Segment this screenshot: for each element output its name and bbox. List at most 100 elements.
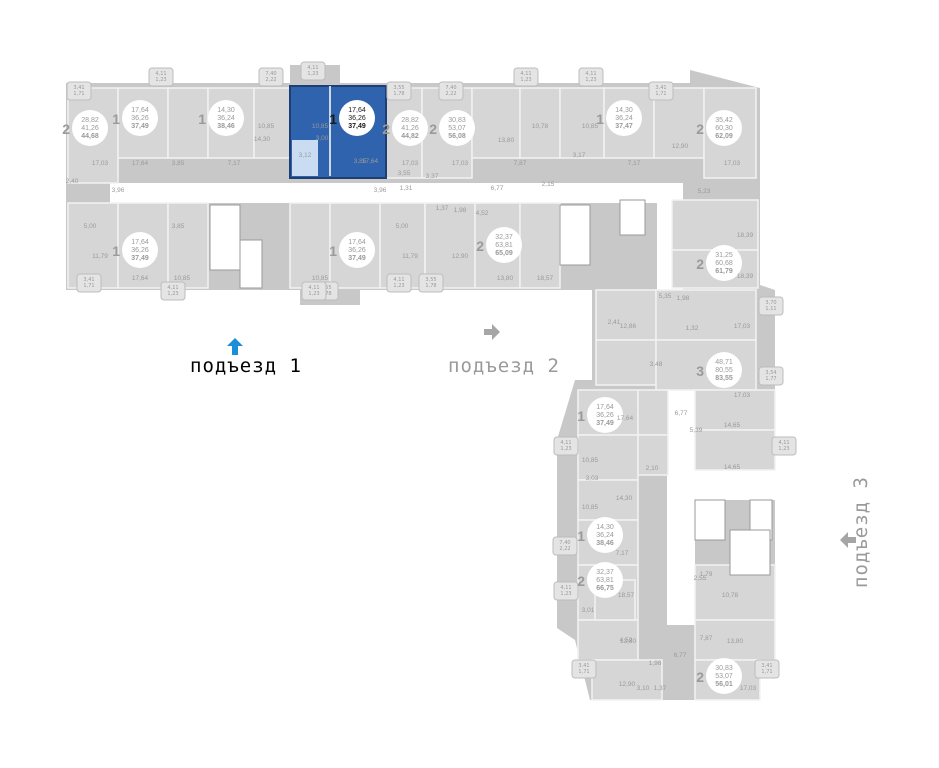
room-19 xyxy=(289,202,331,289)
room-area-label: 18,57 xyxy=(618,592,635,599)
balcony-label: 1,71 xyxy=(83,283,94,289)
balcony-label: 1,78 xyxy=(393,91,404,97)
room-area-label: 7,17 xyxy=(228,160,241,167)
entrance-3-arrow-icon[interactable] xyxy=(840,532,856,548)
room-3 xyxy=(167,87,209,159)
balcony-15: 3,701,11 xyxy=(758,296,784,316)
apartment-area: 60,68 xyxy=(715,260,733,267)
apartment-area: 37,47 xyxy=(615,123,633,130)
balcony-label: 3,55 xyxy=(393,85,404,91)
room-area-label: 17,03 xyxy=(402,160,419,167)
apartment-area: 36,24 xyxy=(217,115,235,122)
apartment-area: 60,30 xyxy=(715,125,733,132)
room-25 xyxy=(671,199,759,251)
room-area-label: 14,65 xyxy=(724,422,741,429)
apartment-rooms: 1 xyxy=(198,111,206,127)
balcony-label: 7,40 xyxy=(559,540,570,546)
room-area-label: 2,55 xyxy=(694,575,707,582)
balcony-label: 1,71 xyxy=(761,669,772,675)
balcony-8: 4,111,23 xyxy=(578,67,604,87)
apartment-rooms: 1 xyxy=(329,243,337,259)
entrance-1-label[interactable]: подъезд 1 xyxy=(190,355,302,377)
room-area-label: 5,39 xyxy=(690,427,703,434)
room-area-label: 13,80 xyxy=(497,275,514,282)
apartment-area: 36,24 xyxy=(615,115,633,122)
room-area-label: 4,52 xyxy=(476,210,489,217)
stair-elevator-2 xyxy=(239,239,263,289)
room-area-label: 10,78 xyxy=(722,592,739,599)
apartment-area: 17,64 xyxy=(131,239,149,246)
corridor-vertical xyxy=(667,385,695,625)
room-area-label: 2,40 xyxy=(66,178,79,185)
room-area-label: 3,85 xyxy=(172,160,185,167)
apartment-area: 37,49 xyxy=(131,255,149,262)
room-area-label: 5,23 xyxy=(698,188,711,195)
balcony-label: 3,41 xyxy=(655,85,666,91)
balcony-label: 1,23 xyxy=(560,446,571,452)
entrance-2-label[interactable]: подъезд 2 xyxy=(448,355,560,377)
apartment-area: 32,37 xyxy=(495,234,513,241)
entrance-2-arrow-icon[interactable] xyxy=(484,324,500,340)
balcony-4: 4,111,23 xyxy=(300,61,326,81)
apartment-area: 17,64 xyxy=(131,107,149,114)
apartment-area: 36,26 xyxy=(348,115,366,122)
room-area-label: 13,80 xyxy=(498,137,515,144)
room-28 xyxy=(655,289,757,341)
room-area-label: 12,90 xyxy=(619,681,636,688)
entrance-1-arrow-icon[interactable] xyxy=(227,338,243,355)
apartment-area: 14,30 xyxy=(217,107,235,114)
apartment-area: 37,49 xyxy=(348,255,366,262)
balcony-label: 1,23 xyxy=(778,446,789,452)
apartment-area: 14,30 xyxy=(615,107,633,114)
room-area-label: 6,77 xyxy=(675,410,688,417)
apartment-area: 80,55 xyxy=(715,367,733,374)
apartment-area: 17,64 xyxy=(348,107,366,114)
room-area-label: 10,85 xyxy=(312,275,329,282)
room-area-label: 1,32 xyxy=(686,325,699,332)
room-area-label: 18,39 xyxy=(737,232,754,239)
apartment-area: 53,07 xyxy=(448,125,466,132)
room-36 xyxy=(577,479,639,521)
apartment-area: 36,26 xyxy=(131,115,149,122)
room-24 xyxy=(519,202,561,289)
apartment-rooms: 1 xyxy=(329,111,337,127)
apartment-area: 41,26 xyxy=(401,125,419,132)
room-11 xyxy=(519,87,561,159)
apartment-area: 37,49 xyxy=(131,123,149,130)
room-area-label: 3,10 xyxy=(637,685,650,692)
apartment-rooms: 2 xyxy=(476,238,484,254)
entrance-arrows-layer xyxy=(227,324,856,548)
balcony-label: 1,11 xyxy=(765,306,776,312)
apartment-rooms: 1 xyxy=(112,243,120,259)
room-area-label: 7,17 xyxy=(628,160,641,167)
stair-elevator-7 xyxy=(729,529,771,576)
apartment-area: 28,82 xyxy=(401,117,419,124)
entrance-3-label[interactable]: подъезд 3 xyxy=(850,476,872,588)
apartment-area: 38,46 xyxy=(217,123,235,130)
apartment-area: 36,24 xyxy=(596,532,614,539)
balcony-label: 4,11 xyxy=(585,71,596,77)
room-area-label: 1,98 xyxy=(677,295,690,302)
balcony-2: 4,111,23 xyxy=(148,67,174,87)
room-32 xyxy=(637,389,669,436)
apartment-area: 17,64 xyxy=(348,239,366,246)
apartment-area: 37,49 xyxy=(596,420,614,427)
